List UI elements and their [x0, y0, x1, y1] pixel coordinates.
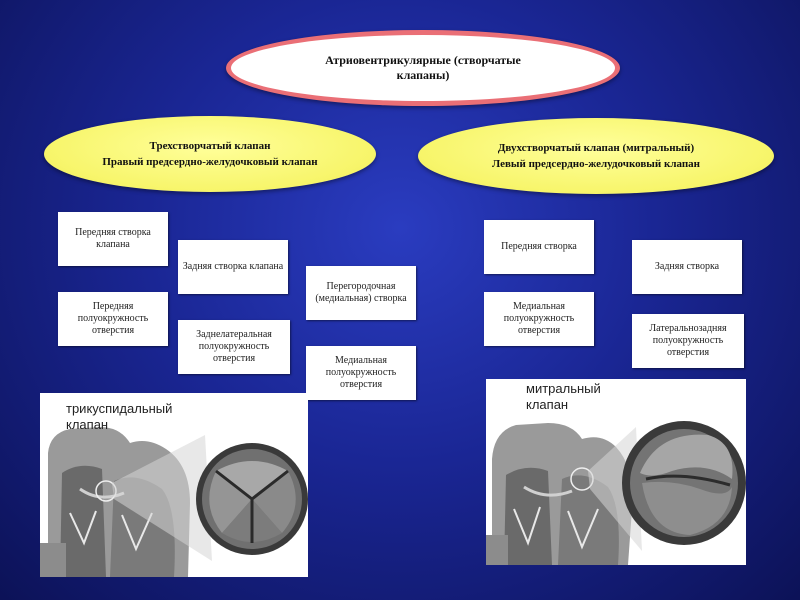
mitral-posterior-cusp-label: Задняя створка	[654, 261, 720, 272]
tricuspid-image-label-line1: трикуспидальный	[66, 401, 173, 416]
mitral-valve-subtitle: Левый предсердно-желудочковый клапан	[491, 158, 701, 170]
mitral-medial-semicircle-box: Медиальная полуокружность отверстия	[484, 292, 594, 346]
mitral-valve-title: Двухстворчатый клапан (митральный)	[497, 142, 695, 154]
main-title-oval: Атриовентрикулярные (створчатые клапаны)	[226, 30, 620, 106]
mitral-posterior-cusp-box: Задняя створка	[632, 240, 742, 294]
tricuspid-posterior-cusp-box: Задняя створка клапана	[178, 240, 288, 294]
tricuspid-anterior-semicircle-box: Передняя полуокружность отверстия	[58, 292, 168, 346]
mitral-image-label-line2: клапан	[526, 397, 569, 412]
mitral-lateroposterior-semicircle-label: Латеральнозадняя полуокружность отверсти…	[649, 323, 727, 358]
tricuspid-posterolateral-semicircle-box: Заднелатеральная полуокружность отверсти…	[178, 320, 290, 374]
tricuspid-valve-title: Трехстворчатый клапан	[149, 140, 271, 152]
tricuspid-septal-cusp-box: Перегородочная (медиальная) створка	[306, 266, 416, 320]
tricuspid-anterior-cusp-box: Передняя створка клапана	[58, 212, 168, 266]
tricuspid-valve-illustration: трикуспидальный клапан	[40, 393, 308, 577]
mitral-lateroposterior-semicircle-box: Латеральнозадняя полуокружность отверсти…	[632, 314, 744, 368]
tricuspid-anterior-cusp-label: Передняя створка клапана	[75, 227, 151, 250]
mitral-valve-oval: Двухстворчатый клапан (митральный) Левый…	[418, 118, 774, 194]
tricuspid-medial-semicircle-box: Медиальная полуокружность отверстия	[306, 346, 416, 400]
mitral-medial-semicircle-label: Медиальная полуокружность отверстия	[503, 301, 575, 336]
tricuspid-valve-subtitle: Правый предсердно-желудочковый клапан	[102, 156, 318, 168]
mitral-anterior-cusp-label: Передняя створка	[501, 241, 577, 252]
tricuspid-medial-semicircle-label: Медиальная полуокружность отверстия	[325, 355, 397, 390]
main-title: Атриовентрикулярные (створчатые клапаны)	[325, 53, 521, 82]
mitral-anterior-cusp-box: Передняя створка	[484, 220, 594, 274]
tricuspid-image-label-line2: клапан	[66, 417, 109, 432]
mitral-image-label-line1: митральный	[526, 381, 601, 396]
mitral-heart-drawing	[486, 421, 746, 565]
tricuspid-posterior-cusp-label: Задняя створка клапана	[182, 261, 284, 272]
tricuspid-anterior-semicircle-label: Передняя полуокружность отверстия	[77, 301, 149, 336]
mitral-valve-illustration: митральный клапан	[486, 379, 746, 565]
tricuspid-posterolateral-semicircle-label: Заднелатеральная полуокружность отверсти…	[196, 329, 272, 364]
tricuspid-heart-drawing	[40, 427, 308, 577]
tricuspid-valve-oval: Трехстворчатый клапан Правый предсердно-…	[44, 116, 376, 192]
tricuspid-septal-cusp-label: Перегородочная (медиальная) створка	[315, 281, 407, 304]
